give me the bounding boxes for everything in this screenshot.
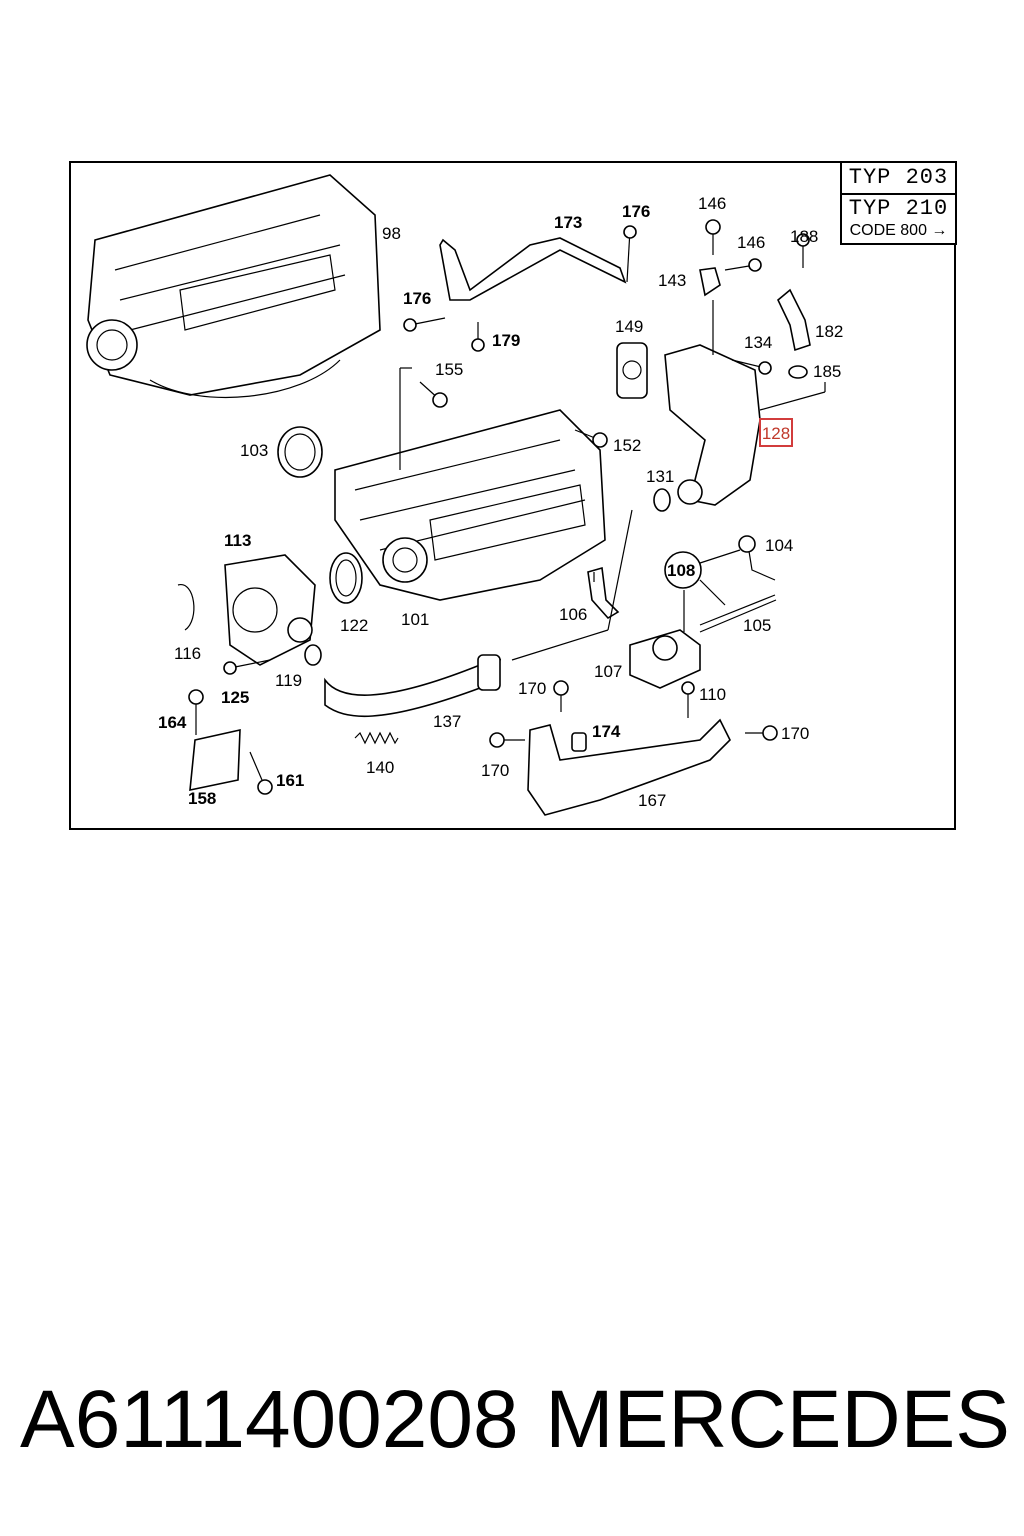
label-155: 155: [435, 360, 463, 379]
label-164: 164: [158, 713, 187, 732]
label-108: 108: [667, 561, 695, 580]
label-122: 122: [340, 616, 368, 635]
label-182: 182: [815, 322, 843, 341]
label-167: 167: [638, 791, 666, 810]
linkage-104: [747, 544, 776, 581]
label-174: 174: [592, 722, 621, 741]
linkage-105: [699, 594, 777, 633]
code-800-label: CODE 800 →: [849, 222, 948, 239]
part-128-housing: [664, 344, 761, 506]
label-158: 158: [188, 789, 216, 808]
bracket-173: [439, 237, 627, 301]
o-ring-185: [788, 365, 808, 379]
label-188: 188: [790, 227, 818, 246]
label-176b: 176: [403, 289, 431, 308]
label-170a: 170: [518, 679, 546, 698]
label-104: 104: [765, 536, 793, 555]
o-ring-119: [304, 644, 322, 666]
label-101: 101: [401, 610, 429, 629]
label-179: 179: [492, 331, 520, 350]
label-103: 103: [240, 441, 268, 460]
label-105: 105: [743, 616, 771, 635]
label-170b: 170: [781, 724, 809, 743]
typ-203-label: TYP 203: [842, 163, 955, 195]
label-107: 107: [594, 662, 622, 681]
label-176a: 176: [622, 202, 650, 221]
callout-108: [664, 551, 702, 589]
label-173: 173: [554, 213, 582, 232]
part-number: A6111400208: [20, 1374, 519, 1465]
lever-106: [587, 566, 620, 620]
label-140: 140: [366, 758, 394, 777]
o-ring-122: [329, 552, 363, 604]
throttle-body-113: [224, 554, 316, 666]
label-98: 98: [382, 224, 401, 243]
spring-140: [354, 731, 399, 745]
label-170c: 170: [481, 761, 509, 780]
label-143: 143: [658, 271, 686, 290]
part-labels: 98 173 176 146 146 188 143 176 179 149 1…: [158, 194, 843, 810]
clip-116: [177, 584, 195, 631]
bracket-158: [189, 728, 241, 792]
label-134: 134: [744, 333, 772, 352]
typ-210-label: TYP 210: [848, 196, 949, 221]
label-185: 185: [813, 362, 841, 381]
hose-182: [777, 288, 811, 352]
leader-lines: [399, 300, 826, 661]
upper-intake-manifold: [86, 174, 381, 399]
label-146a: 146: [698, 194, 726, 213]
label-116: 116: [174, 644, 201, 663]
type-legend-box: TYP 203 TYP 210 CODE 800 →: [840, 161, 957, 245]
label-137: 137: [433, 712, 461, 731]
pipe-137: [324, 658, 502, 718]
gasket-149: [616, 342, 648, 399]
o-ring-131: [653, 488, 671, 512]
label-110: 110: [699, 685, 726, 704]
label-106: 106: [559, 605, 587, 624]
actuator-107: [629, 629, 701, 689]
label-131: 131: [646, 467, 674, 486]
diagram-frame: [69, 161, 956, 830]
brand-name: MERCEDES: [545, 1374, 1010, 1465]
caption: A6111400208 MERCEDES: [20, 1370, 1010, 1470]
highlighted-part-128[interactable]: 128: [759, 418, 793, 447]
gasket-174: [571, 732, 587, 752]
bracket-167: [527, 718, 731, 816]
bracket-143: [699, 267, 721, 297]
label-149: 149: [615, 317, 643, 336]
lower-intake-manifold: [334, 409, 606, 601]
label-146b: 146: [737, 233, 765, 252]
label-125: 125: [221, 688, 249, 707]
label-113: 113: [224, 531, 251, 550]
bolts: [188, 219, 810, 795]
label-161: 161: [276, 771, 304, 790]
label-119: 119: [275, 671, 302, 690]
label-152: 152: [613, 436, 641, 455]
